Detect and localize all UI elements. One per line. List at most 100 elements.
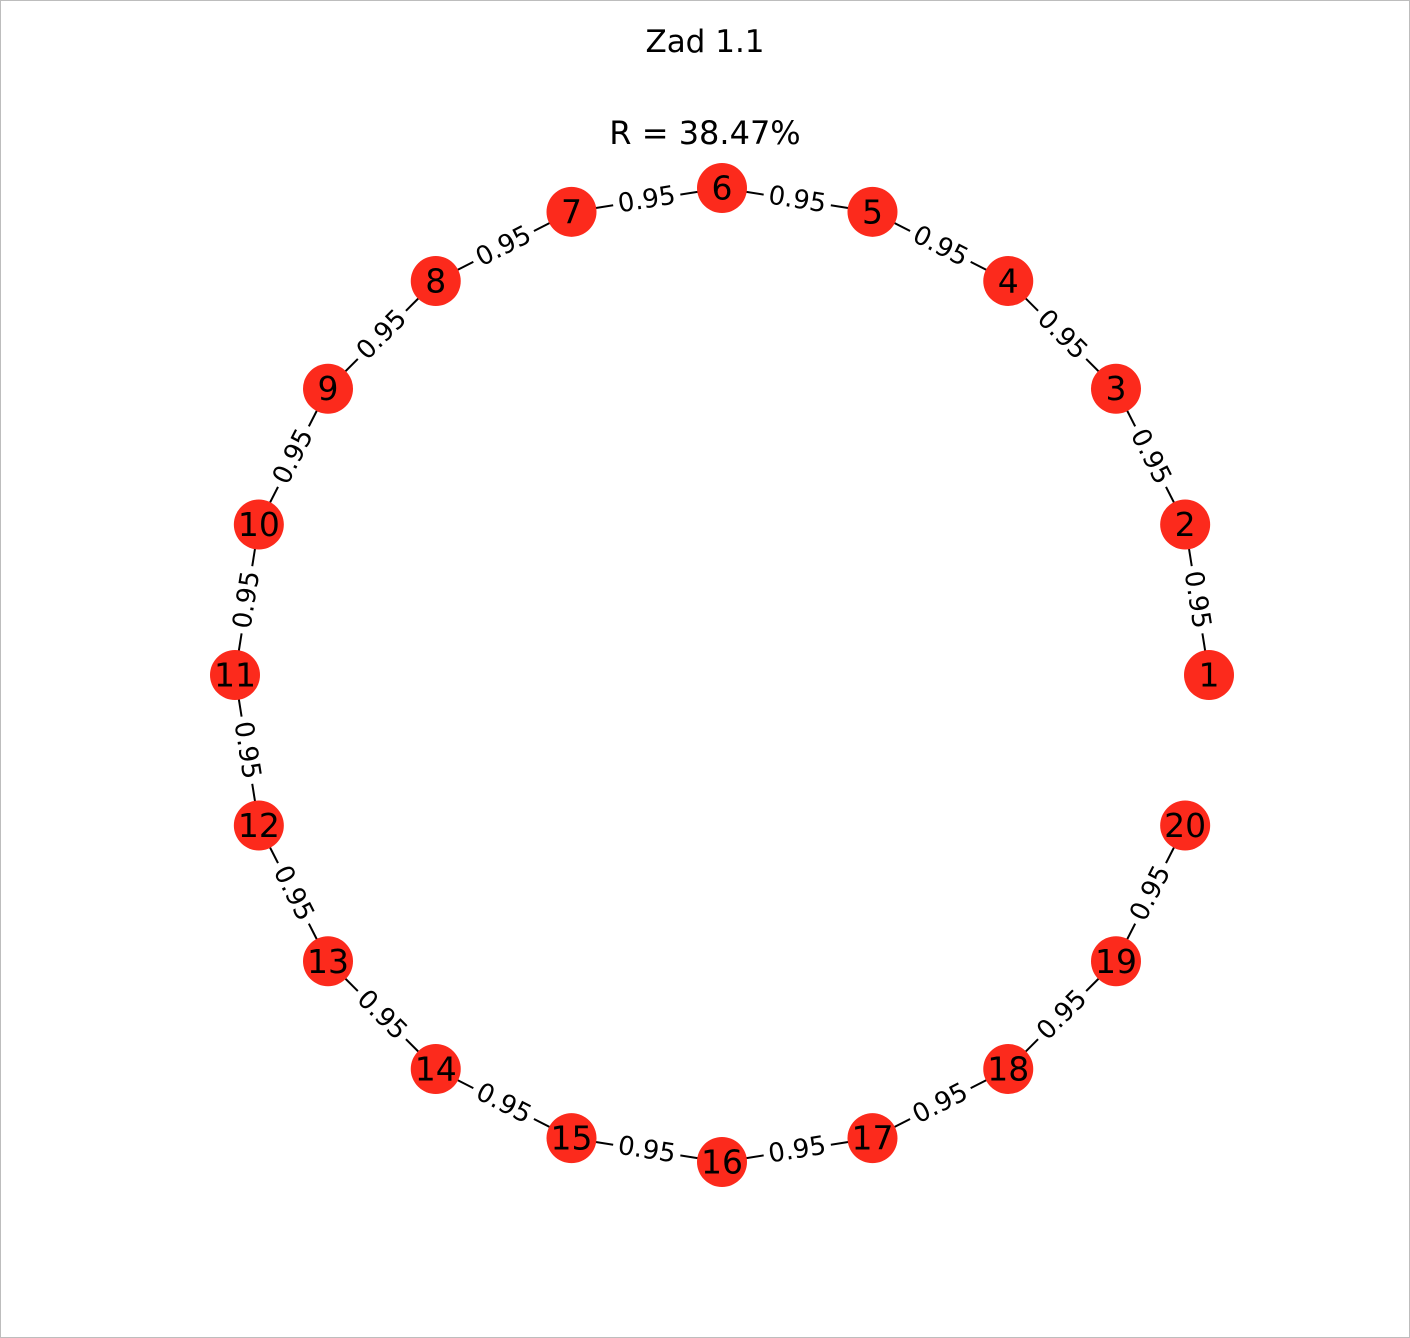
node-5: 5 xyxy=(847,186,898,237)
edge-label-16-17: 0.95 xyxy=(761,1128,834,1172)
figure-title: Zad 1.1 xyxy=(645,24,765,60)
node-15: 15 xyxy=(546,1113,597,1164)
node-label: 10 xyxy=(238,505,280,544)
node-circle xyxy=(697,1137,747,1187)
edge-weight-label: 0.95 xyxy=(1124,861,1177,926)
node-label: 14 xyxy=(415,1049,457,1088)
edge-weight-label: 0.95 xyxy=(766,181,828,220)
node-circle xyxy=(1160,800,1211,851)
edge-label-background xyxy=(263,419,324,495)
edge-label-6-7: 0.95 xyxy=(610,178,683,222)
node-circle xyxy=(1184,650,1234,700)
edge-label-14-15: 0.95 xyxy=(466,1073,542,1134)
edge-weight-label: 0.95 xyxy=(908,220,973,273)
node-20: 20 xyxy=(1160,800,1211,851)
edge-weight-label: 0.95 xyxy=(616,181,678,220)
edge-label-17-18: 0.95 xyxy=(902,1073,978,1134)
node-17: 17 xyxy=(847,1113,898,1164)
edge-label-background xyxy=(610,178,683,222)
node-4: 4 xyxy=(983,256,1034,307)
edge-label-5-6: 0.95 xyxy=(761,178,834,222)
edge-weight-label: 0.95 xyxy=(766,1131,828,1170)
node-19: 19 xyxy=(1090,936,1141,987)
edge-label-background xyxy=(1026,979,1098,1051)
node-label: 5 xyxy=(862,192,883,231)
edge-label-background xyxy=(466,216,542,277)
edge-weight-label: 0.95 xyxy=(471,220,536,273)
edge-label-background xyxy=(346,979,418,1051)
node-label: 16 xyxy=(701,1143,743,1182)
edge-weight-label: 0.95 xyxy=(228,569,267,631)
edge-weight-label: 0.95 xyxy=(1178,569,1217,631)
node-label: 11 xyxy=(214,656,256,695)
edge-label-background xyxy=(761,1128,834,1172)
edge-label-10-11: 0.95 xyxy=(225,563,269,636)
node-9: 9 xyxy=(303,363,354,414)
node-label: 19 xyxy=(1095,942,1137,981)
edge-label-background xyxy=(902,216,978,277)
node-circle xyxy=(210,650,260,700)
edge-label-12-13: 0.95 xyxy=(263,855,324,931)
node-18: 18 xyxy=(983,1043,1034,1094)
node-14: 14 xyxy=(410,1043,461,1094)
edge-label-background xyxy=(761,178,834,222)
node-label: 9 xyxy=(318,369,339,408)
node-label: 15 xyxy=(551,1119,593,1158)
node-label: 17 xyxy=(851,1119,893,1158)
node-circle xyxy=(303,363,354,414)
node-circle xyxy=(847,1113,898,1164)
node-circle xyxy=(233,499,284,550)
node-circle xyxy=(697,163,747,213)
node-circle xyxy=(847,186,898,237)
node-1: 1 xyxy=(1184,650,1234,700)
node-circle xyxy=(1090,363,1141,414)
edge-label-4-5: 0.95 xyxy=(902,216,978,277)
node-12: 12 xyxy=(233,800,284,851)
edge-label-background xyxy=(1026,299,1098,371)
edge-label-11-12: 0.95 xyxy=(225,714,269,787)
node-label: 3 xyxy=(1105,369,1126,408)
edge-weight-label: 0.95 xyxy=(267,424,320,489)
node-2: 2 xyxy=(1160,499,1211,550)
edge-weight-label: 0.95 xyxy=(228,719,267,781)
node-circle xyxy=(546,186,597,237)
node-circle xyxy=(1160,499,1211,550)
edge-weight-label: 0.95 xyxy=(908,1077,973,1130)
edge-label-background xyxy=(225,563,269,636)
node-circle xyxy=(233,800,284,851)
edge-label-1-2: 0.95 xyxy=(1175,563,1219,636)
node-8: 8 xyxy=(410,256,461,307)
edge-label-9-10: 0.95 xyxy=(263,419,324,495)
node-3: 3 xyxy=(1090,363,1141,414)
edge-weight-label: 0.95 xyxy=(616,1131,678,1170)
node-10: 10 xyxy=(233,499,284,550)
edge-label-15-16: 0.95 xyxy=(610,1128,683,1172)
node-label: 7 xyxy=(561,192,582,231)
node-label: 13 xyxy=(307,942,349,981)
edge-weight-label: 0.95 xyxy=(1124,424,1177,489)
edge-label-background xyxy=(1120,419,1181,495)
node-label: 12 xyxy=(238,806,280,845)
node-circle xyxy=(410,1043,461,1094)
edge-label-7-8: 0.95 xyxy=(466,216,542,277)
edge-label-background xyxy=(466,1073,542,1134)
edge-label-19-20: 0.95 xyxy=(1120,855,1181,931)
edge-label-background xyxy=(610,1128,683,1172)
node-circle xyxy=(1090,936,1141,987)
edge-label-2-3: 0.95 xyxy=(1120,419,1181,495)
node-6: 6 xyxy=(697,163,747,213)
node-label: 2 xyxy=(1175,505,1196,544)
node-label: 4 xyxy=(998,262,1019,301)
node-16: 16 xyxy=(697,1137,747,1187)
node-label: 6 xyxy=(712,169,733,208)
node-11: 11 xyxy=(210,650,260,700)
node-circle xyxy=(546,1113,597,1164)
edge-label-background xyxy=(902,1073,978,1134)
edge-weight-label: 0.95 xyxy=(471,1077,536,1130)
edge-labels-layer: 0.95 0.95 0.95 0.95 0.95 0.95 0.95 0.95 0.95 0.95… xyxy=(225,178,1219,1172)
node-label: 20 xyxy=(1164,806,1206,845)
node-circle xyxy=(983,256,1034,307)
edge-label-background xyxy=(263,855,324,931)
edge-label-background xyxy=(346,299,418,371)
